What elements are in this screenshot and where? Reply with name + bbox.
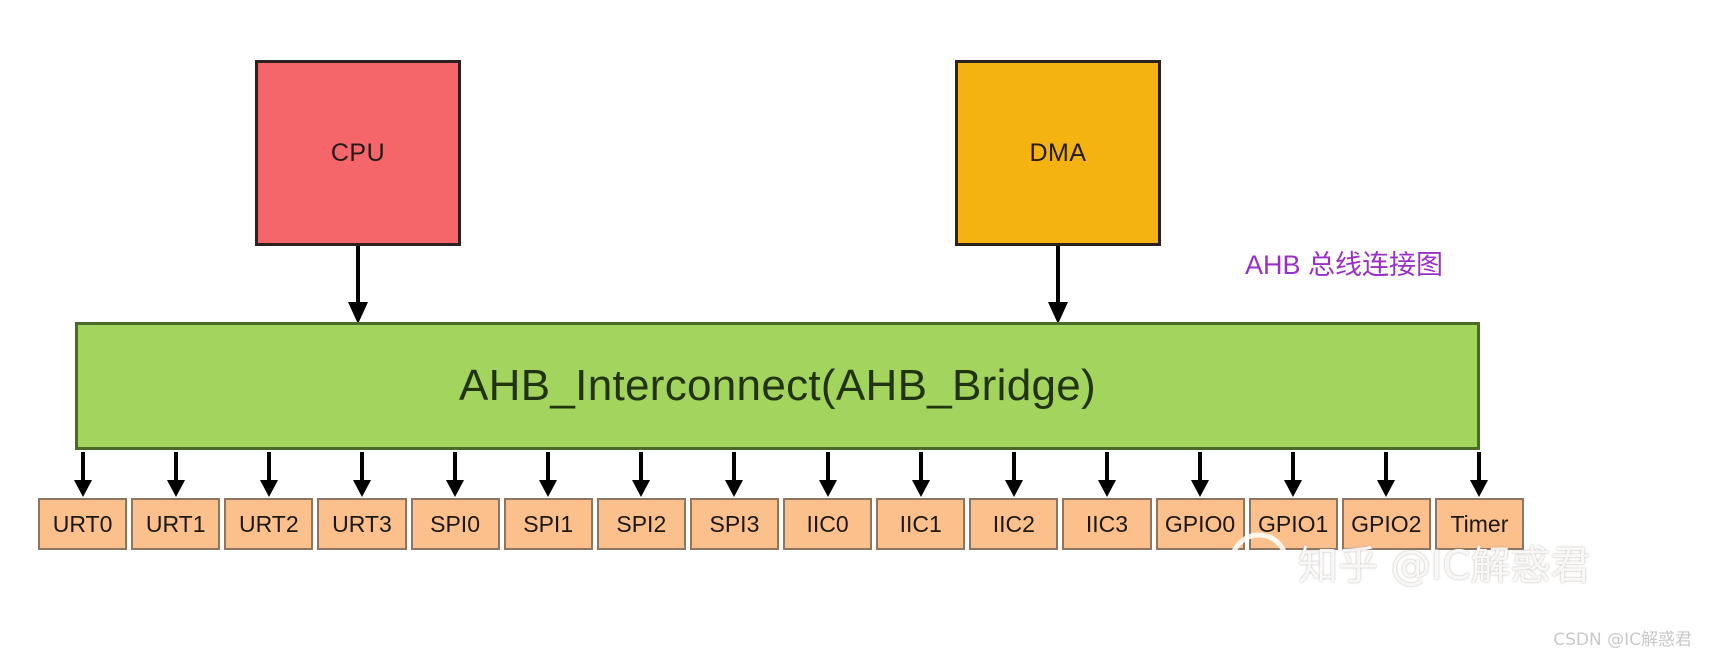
peripheral-block-label: SPI2 bbox=[616, 510, 667, 537]
bus-to-peripheral-arrow-icon bbox=[783, 452, 872, 498]
bus-to-peripheral-arrow-icon bbox=[1435, 452, 1524, 498]
ahb-interconnect-label: AHB_Interconnect(AHB_Bridge) bbox=[459, 361, 1096, 410]
ahb-interconnect-block: AHB_Interconnect(AHB_Bridge) bbox=[75, 322, 1480, 450]
peripheral-block: GPIO2 bbox=[1341, 498, 1431, 550]
bus-to-peripheral-arrows bbox=[38, 452, 1524, 498]
peripheral-block: URT1 bbox=[131, 498, 221, 550]
dma-block: DMA bbox=[955, 60, 1161, 246]
peripheral-row: URT0 URT1 URT2 URT3 SPI0 SPI1 SPI2 SPI3 IIC0 IIC1… bbox=[38, 498, 1524, 550]
peripheral-block: SPI2 bbox=[596, 498, 686, 550]
cpu-to-bus-arrow-icon bbox=[348, 246, 368, 324]
bus-to-peripheral-arrow-icon bbox=[317, 452, 406, 498]
peripheral-block: URT3 bbox=[317, 498, 407, 550]
bus-to-peripheral-arrow-icon bbox=[1342, 452, 1431, 498]
peripheral-block-label: GPIO2 bbox=[1351, 510, 1422, 537]
peripheral-block-label: SPI3 bbox=[709, 510, 760, 537]
peripheral-block-label: URT0 bbox=[52, 510, 113, 537]
peripheral-block-label: IIC0 bbox=[806, 510, 849, 537]
peripheral-block: URT2 bbox=[224, 498, 314, 550]
peripheral-block: GPIO1 bbox=[1248, 498, 1338, 550]
peripheral-block: IIC2 bbox=[969, 498, 1059, 550]
peripheral-block-label: URT2 bbox=[238, 510, 299, 537]
dma-to-bus-arrow-icon bbox=[1048, 246, 1068, 324]
bus-to-peripheral-arrow-icon bbox=[690, 452, 779, 498]
diagram-caption: AHB 总线连接图 bbox=[1245, 250, 1444, 280]
peripheral-block-label: IIC3 bbox=[1085, 510, 1129, 537]
peripheral-block: SPI0 bbox=[410, 498, 500, 550]
peripheral-block: SPI1 bbox=[503, 498, 593, 550]
peripheral-block: SPI3 bbox=[689, 498, 779, 550]
csdn-credit: CSDN @IC解惑君 bbox=[1553, 630, 1692, 650]
bus-to-peripheral-arrow-icon bbox=[504, 452, 593, 498]
peripheral-block-label: SPI0 bbox=[430, 510, 480, 537]
bus-to-peripheral-arrow-icon bbox=[38, 452, 127, 498]
cpu-block: CPU bbox=[255, 60, 461, 246]
peripheral-block: Timer bbox=[1434, 498, 1524, 550]
peripheral-block-label: IIC1 bbox=[899, 510, 942, 537]
peripheral-block: IIC1 bbox=[876, 498, 966, 550]
bus-to-peripheral-arrow-icon bbox=[1156, 452, 1245, 498]
peripheral-block-label: URT1 bbox=[145, 510, 206, 537]
bus-to-peripheral-arrow-icon bbox=[1249, 452, 1338, 498]
peripheral-block: URT0 bbox=[38, 498, 128, 550]
peripheral-block-label: Timer bbox=[1450, 510, 1509, 537]
bus-to-peripheral-arrow-icon bbox=[1062, 452, 1151, 498]
dma-block-label: DMA bbox=[1029, 138, 1087, 167]
peripheral-block-label: GPIO0 bbox=[1164, 510, 1236, 537]
bus-to-peripheral-arrow-icon bbox=[969, 452, 1058, 498]
bus-to-peripheral-arrow-icon bbox=[131, 452, 220, 498]
bus-to-peripheral-arrow-icon bbox=[597, 452, 686, 498]
peripheral-block-label: IIC2 bbox=[992, 510, 1035, 537]
bus-to-peripheral-arrow-icon bbox=[876, 452, 965, 498]
peripheral-block-label: SPI1 bbox=[523, 510, 574, 537]
cpu-block-label: CPU bbox=[330, 138, 386, 167]
bus-to-peripheral-arrow-icon bbox=[411, 452, 500, 498]
peripheral-block-label: GPIO1 bbox=[1258, 510, 1329, 537]
peripheral-block: IIC0 bbox=[783, 498, 873, 550]
bus-to-peripheral-arrow-icon bbox=[224, 452, 313, 498]
peripheral-block: GPIO0 bbox=[1155, 498, 1245, 550]
peripheral-block: IIC3 bbox=[1062, 498, 1152, 550]
peripheral-block-label: URT3 bbox=[332, 510, 392, 537]
